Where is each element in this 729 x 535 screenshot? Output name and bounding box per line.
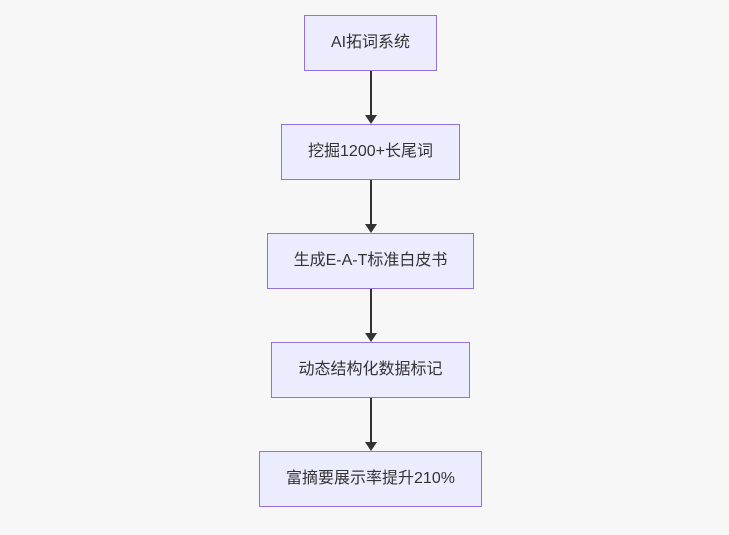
flowchart-column: AI拓词系统 挖掘1200+长尾词 生成E-A-T标准白皮书 动态结构化数据标记… <box>259 15 482 535</box>
arrowhead-down-icon <box>364 224 377 233</box>
edge-arrow-2 <box>364 180 377 233</box>
flowchart-node-rich-snippet-rate: 富摘要展示率提升210% <box>259 451 482 507</box>
flowchart-node-structured-data-markup: 动态结构化数据标记 <box>271 342 470 398</box>
flowchart-node-ai-expansion-system: AI拓词系统 <box>303 15 438 71</box>
arrow-line <box>369 71 372 116</box>
flowchart-node-longtail-keywords: 挖掘1200+长尾词 <box>281 124 460 180</box>
arrowhead-down-icon <box>364 115 377 124</box>
arrow-line <box>369 180 372 225</box>
arrow-line <box>369 289 372 334</box>
arrowhead-down-icon <box>364 442 377 451</box>
edge-arrow-1 <box>364 71 377 124</box>
arrowhead-down-icon <box>364 333 377 342</box>
edge-arrow-3 <box>364 289 377 342</box>
flowchart-node-eat-whitepaper: 生成E-A-T标准白皮书 <box>266 233 475 289</box>
arrow-line <box>369 398 372 443</box>
edge-arrow-4 <box>364 398 377 451</box>
